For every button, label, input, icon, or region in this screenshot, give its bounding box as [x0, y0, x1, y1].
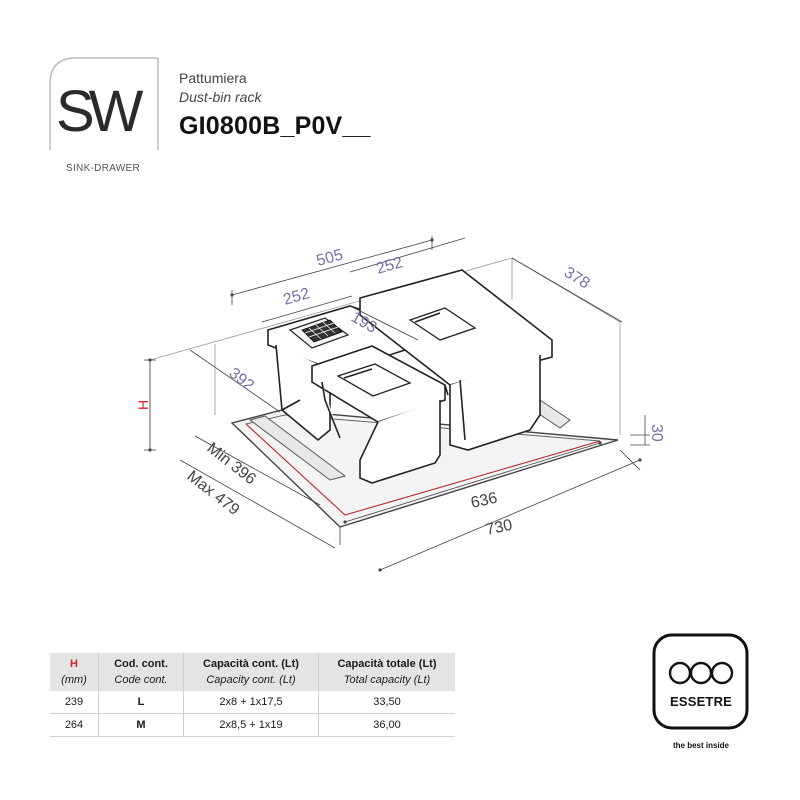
dimension-arrows — [148, 238, 642, 572]
cell-code: L — [98, 691, 184, 714]
bin-front-left — [311, 345, 449, 484]
cell-code: M — [98, 713, 184, 737]
dim-505: 505 — [315, 247, 345, 270]
table-row: 264 M 2x8,5 + 1x19 36,00 — [50, 713, 455, 737]
cell-total: 33,50 — [318, 691, 455, 714]
title-block: Pattumiera Dust-bin rack GI0800B_P0V__ — [179, 69, 371, 143]
table-row: 239 L 2x8 + 1x17,5 33,50 — [50, 691, 455, 714]
dim-378: 378 — [561, 264, 593, 293]
dim-252-top: 252 — [374, 254, 404, 278]
dim-h: H — [135, 400, 151, 410]
product-name-it: Pattumiera — [179, 70, 247, 86]
cell-h: 239 — [50, 691, 99, 714]
cell-capacity: 2x8 + 1x17,5 — [183, 691, 319, 714]
col-subheader-h: (mm) — [50, 672, 99, 691]
cell-h: 264 — [50, 713, 99, 737]
circle-icon — [710, 661, 734, 685]
essetre-badge — [652, 633, 749, 730]
dim-252-left: 252 — [281, 285, 311, 309]
dim-392: 392 — [226, 365, 258, 395]
table-subheader-row: (mm) Code cont. Capacity cont. (Lt) Tota… — [50, 672, 455, 691]
brand-tagline: the best inside — [672, 741, 729, 750]
dim-636: 636 — [469, 490, 499, 512]
col-subheader-capacity: Capacity cont. (Lt) — [183, 672, 319, 691]
sw-logo: SW — [48, 56, 160, 152]
col-header-capacity: Capacità cont. (Lt) — [183, 653, 319, 672]
col-subheader-code: Code cont. — [98, 672, 184, 691]
base-frame — [230, 399, 619, 528]
product-code: GI0800B_P0V__ — [179, 112, 371, 140]
col-header-code: Cod. cont. — [98, 653, 184, 672]
cell-capacity: 2x8,5 + 1x19 — [183, 713, 319, 737]
spec-table: H Cod. cont. Capacità cont. (Lt) Capacit… — [50, 653, 455, 737]
cell-total: 36,00 — [318, 713, 455, 737]
product-name-en: Dust-bin rack — [179, 89, 262, 105]
bin-right — [359, 269, 553, 451]
logo-text: SW — [56, 79, 143, 144]
logo-subtitle: SINK-DRAWER — [66, 163, 141, 174]
dim-30: 30 — [648, 424, 665, 442]
dimension-lines — [144, 236, 650, 571]
col-header-h: H — [50, 653, 99, 672]
col-subheader-total: Total capacity (Lt) — [318, 672, 455, 691]
brand-name: ESSETRE — [669, 694, 733, 709]
filter-grid — [288, 317, 350, 349]
dim-730: 730 — [484, 517, 514, 539]
col-header-total: Capacità totale (Lt) — [318, 653, 455, 672]
logo-frame — [49, 57, 159, 150]
table-header-row: H Cod. cont. Capacità cont. (Lt) Capacit… — [50, 653, 455, 672]
